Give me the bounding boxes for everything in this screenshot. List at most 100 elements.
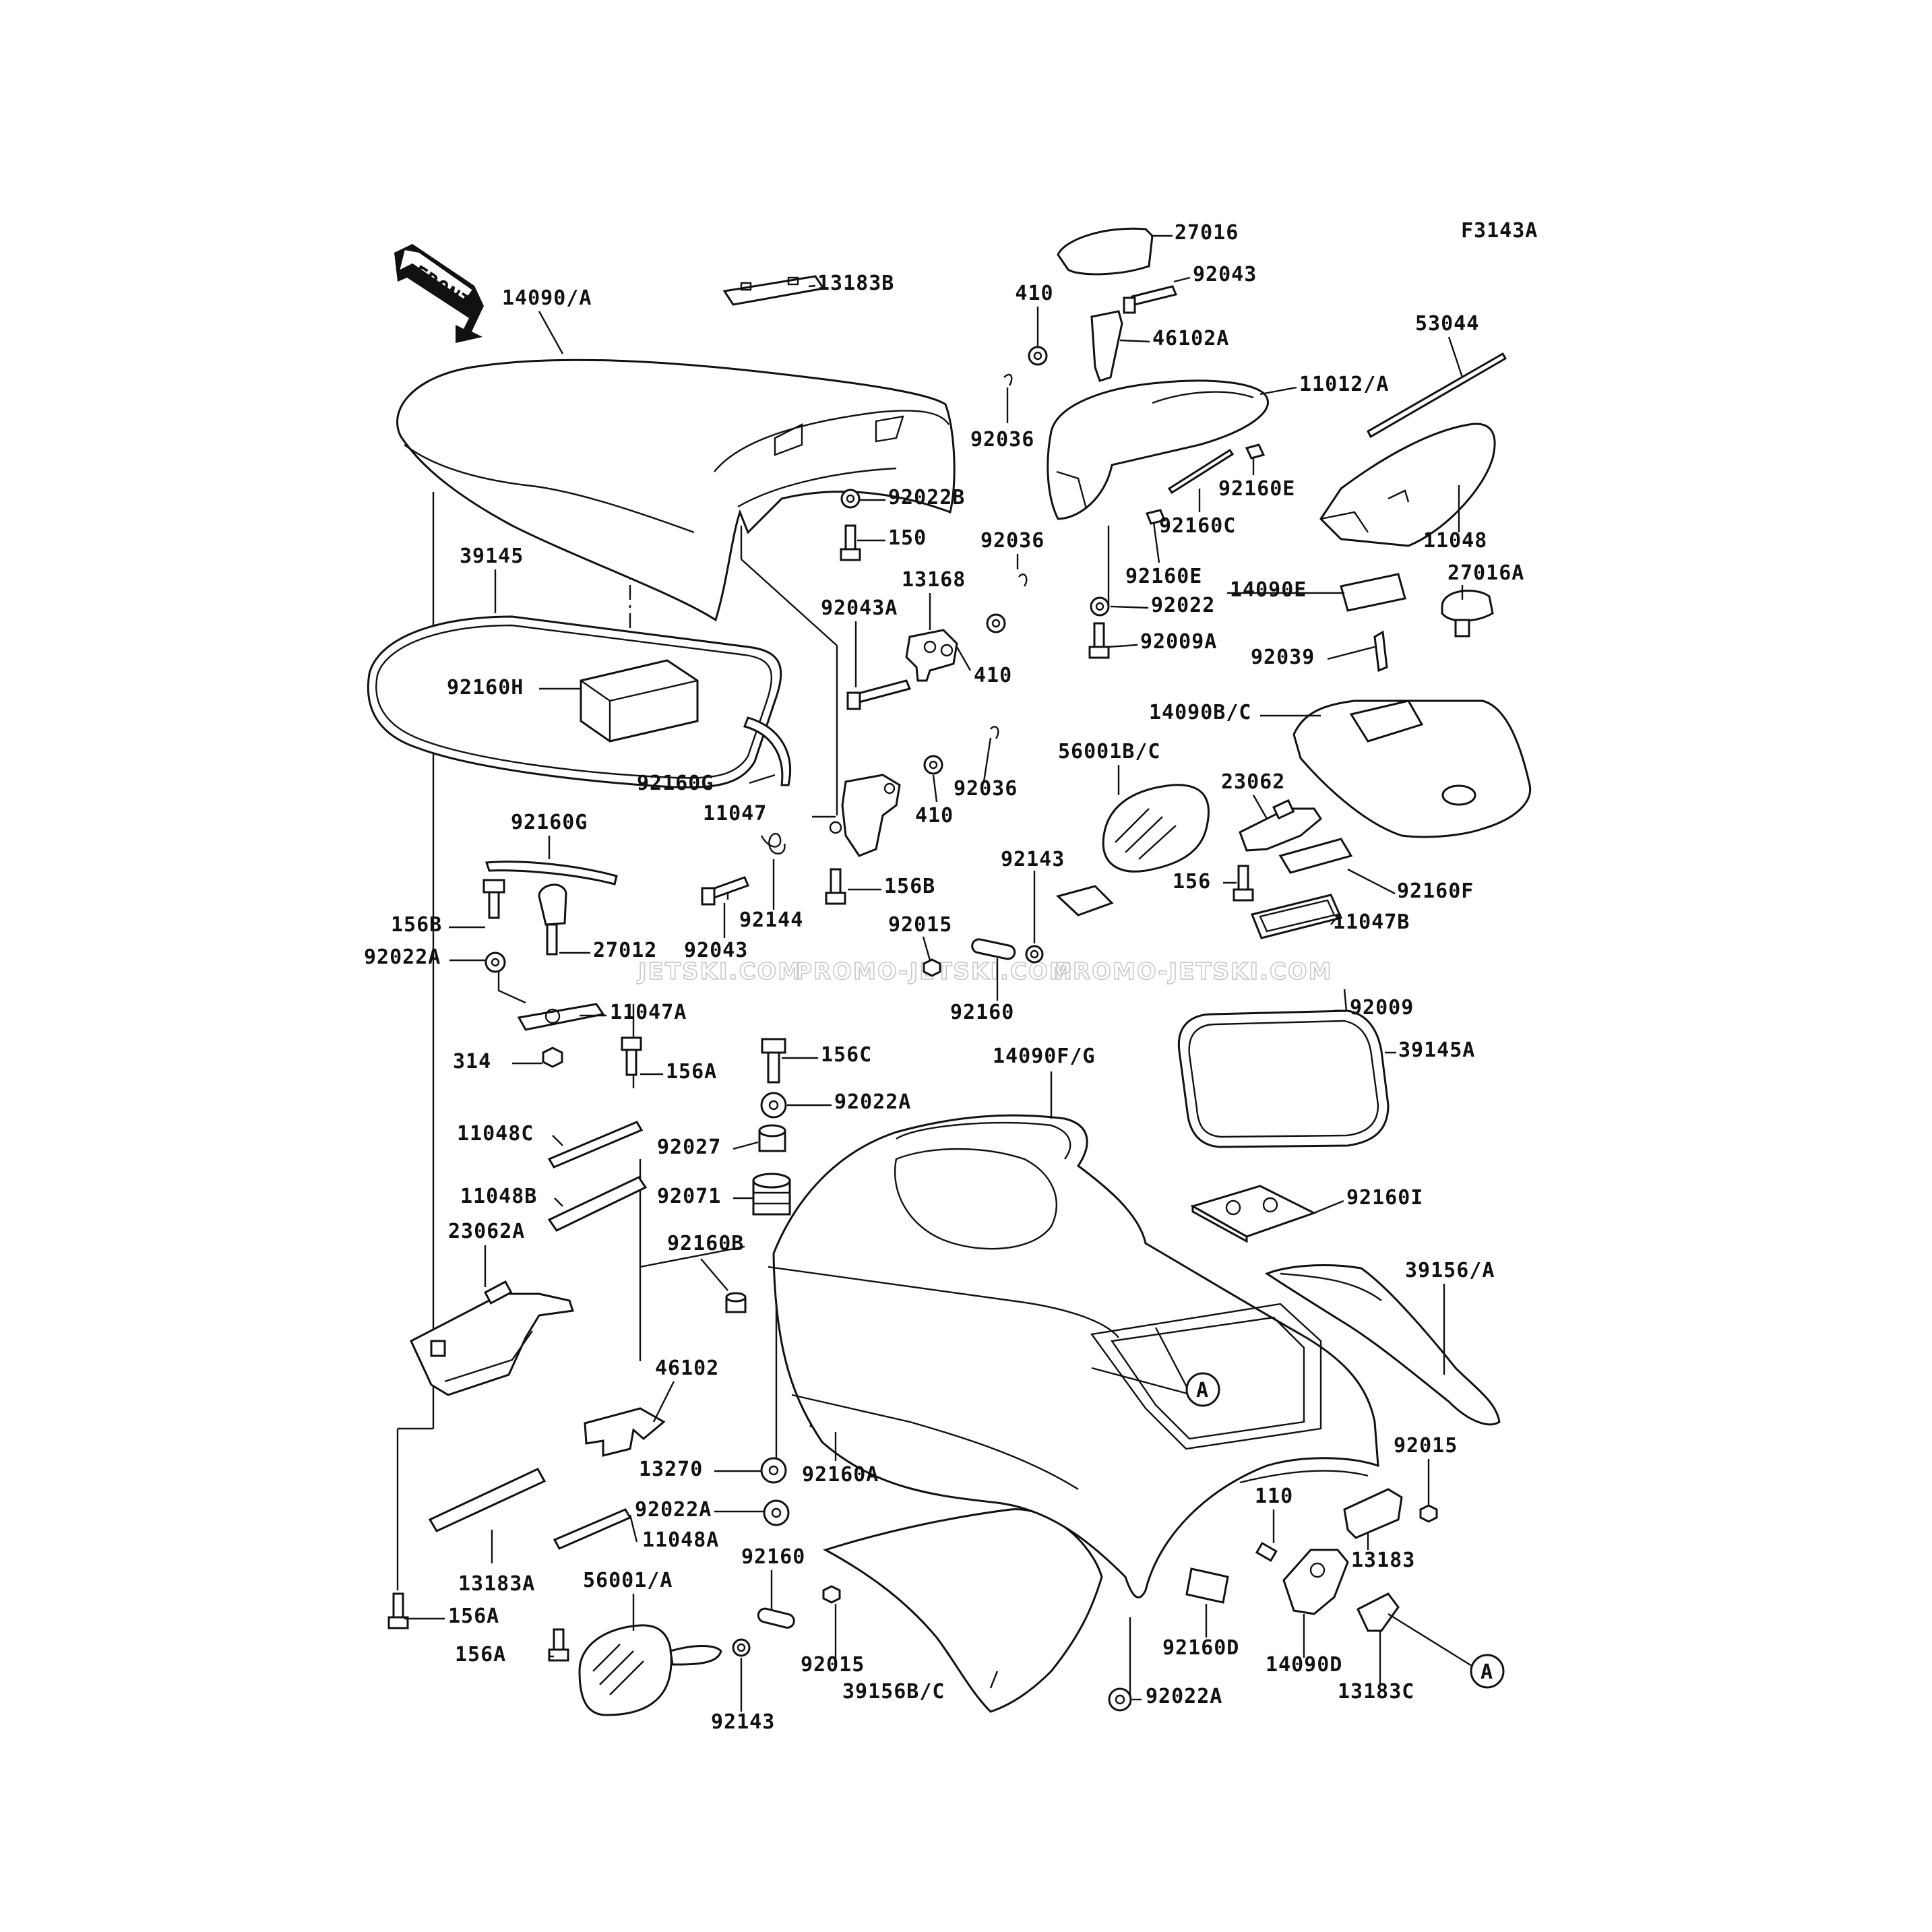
clip-part — [990, 373, 1028, 739]
side-cover-part — [1264, 1264, 1501, 1426]
part-number-label: 53044 — [1415, 312, 1479, 336]
strip-part — [743, 716, 791, 786]
part-number-label: 92144 — [739, 908, 803, 932]
plate-part — [722, 275, 825, 306]
callout-leader-line — [629, 1514, 638, 1543]
part-number-label: 156B — [391, 913, 442, 937]
part-number-label: 92022A — [635, 1498, 712, 1522]
callout-leader-line — [1119, 339, 1150, 343]
part-number-label: 92036 — [954, 777, 1018, 801]
part-number-label: 156A — [448, 1604, 499, 1628]
part-number-label: 92160D — [1162, 1636, 1239, 1660]
part-number-label: 92160F — [1397, 879, 1474, 903]
part-number-label: 92160I — [1346, 1186, 1423, 1210]
part-number-label: 14090D — [1266, 1653, 1342, 1677]
part-number-label: 46102 — [655, 1357, 719, 1380]
part-number-label: 14090F/G — [993, 1045, 1096, 1068]
part-number-label: 92160C — [1159, 514, 1236, 538]
part-number-label: 92160E — [1218, 477, 1295, 501]
part-number-label: 13183A — [458, 1572, 535, 1596]
part-number-label: 39156B/C — [842, 1680, 945, 1704]
reference-marker-label: A — [1481, 1660, 1493, 1684]
part-number-label: 14090B/C — [1149, 701, 1252, 724]
part-number-label: 92022B — [888, 486, 965, 509]
front-arrow-icon — [394, 244, 484, 343]
part-number-label: 27016A — [1447, 561, 1524, 585]
pin-part — [846, 679, 912, 710]
part-number-label: 410 — [1015, 282, 1053, 305]
mirror-part — [578, 1624, 722, 1716]
part-number-label: 92027 — [657, 1135, 721, 1159]
part-number-label: 92022 — [1151, 594, 1215, 617]
part-number-label: 92039 — [1251, 646, 1315, 669]
part-number-label: 23062A — [448, 1220, 525, 1243]
callout-leader-line — [1330, 916, 1338, 925]
part-number-label: 46102A — [1152, 327, 1229, 350]
callout-leader-line — [652, 1381, 675, 1423]
part-number-label: 92015 — [801, 1653, 865, 1677]
side-cover-part — [823, 1508, 1103, 1713]
part-number-label: 92160B — [667, 1232, 744, 1255]
callout-leader-line — [1327, 646, 1375, 660]
hood-part — [1047, 379, 1269, 520]
part-number-label: 14090E — [1230, 578, 1307, 602]
bracket-part — [1282, 1549, 1349, 1615]
seal-part — [1177, 1009, 1390, 1148]
hinge-part — [410, 1280, 574, 1396]
plate-part — [428, 1468, 547, 1532]
part-number-label: 27012 — [593, 939, 657, 962]
callout-leader-line — [1252, 794, 1268, 819]
hatch-panel-part — [1292, 699, 1532, 838]
part-number-label: 92022A — [834, 1090, 911, 1114]
part-number-label: 92160A — [802, 1463, 879, 1487]
part-number-label: 92143 — [711, 1710, 775, 1734]
part-number-label: 92009 — [1350, 996, 1414, 1020]
part-number-label: 13183 — [1351, 1549, 1415, 1572]
callout-labels: 270169204341046102A5304411012/A14090/A13… — [364, 221, 1524, 1734]
part-number-label: 11012/A — [1299, 373, 1389, 396]
part-number-label: 156B — [884, 875, 935, 898]
eye-bolt-part — [538, 883, 567, 956]
screw-part — [1373, 630, 1388, 673]
part-number-label: 56001/A — [583, 1569, 673, 1592]
callout-leader-line — [1110, 605, 1149, 609]
part-number-label: 92160G — [637, 772, 714, 795]
cover-part — [1319, 423, 1496, 547]
seat-part — [396, 359, 956, 622]
plate-part — [1343, 1488, 1403, 1539]
callout-leader-line — [1343, 989, 1348, 1011]
pad-part — [1340, 573, 1406, 612]
part-number-label: 39156/A — [1405, 1259, 1495, 1282]
part-number-label: 13183C — [1338, 1680, 1414, 1704]
part-number-label: 92160 — [950, 1001, 1014, 1024]
part-number-label: 92160 — [741, 1545, 805, 1569]
part-number-label: 150 — [888, 526, 927, 550]
part-number-label: 410 — [974, 664, 1012, 687]
mirror-part — [1056, 784, 1210, 916]
strip-plate-part — [547, 1121, 648, 1550]
part-number-label: 410 — [915, 804, 954, 828]
part-number-label: 39145A — [1398, 1038, 1475, 1062]
pin-part — [701, 876, 749, 906]
part-number-label: 110 — [1255, 1485, 1293, 1508]
part-number-label: 92015 — [888, 913, 952, 937]
part-number-label: 92160E — [1125, 565, 1202, 588]
spring-part — [760, 832, 786, 854]
part-number-label: 92043 — [1193, 263, 1257, 286]
part-number-label: 13168 — [902, 568, 966, 592]
callout-leader-line — [989, 1671, 999, 1689]
part-number-label: 27016 — [1175, 221, 1239, 245]
callout-leader-line — [552, 1135, 563, 1146]
callout-leader-line — [1152, 522, 1160, 563]
callout-leader-line — [733, 1141, 759, 1150]
callout-leader-lines — [404, 235, 1464, 1712]
part-number-label: 92043A — [821, 596, 898, 620]
part-number-label: 92022A — [364, 945, 441, 969]
pad-part — [1190, 1185, 1317, 1243]
callout-leader-line — [1347, 868, 1396, 895]
hinge-part — [1239, 799, 1322, 852]
part-number-label: 92160G — [511, 811, 588, 834]
callout-leader-line — [922, 936, 931, 961]
